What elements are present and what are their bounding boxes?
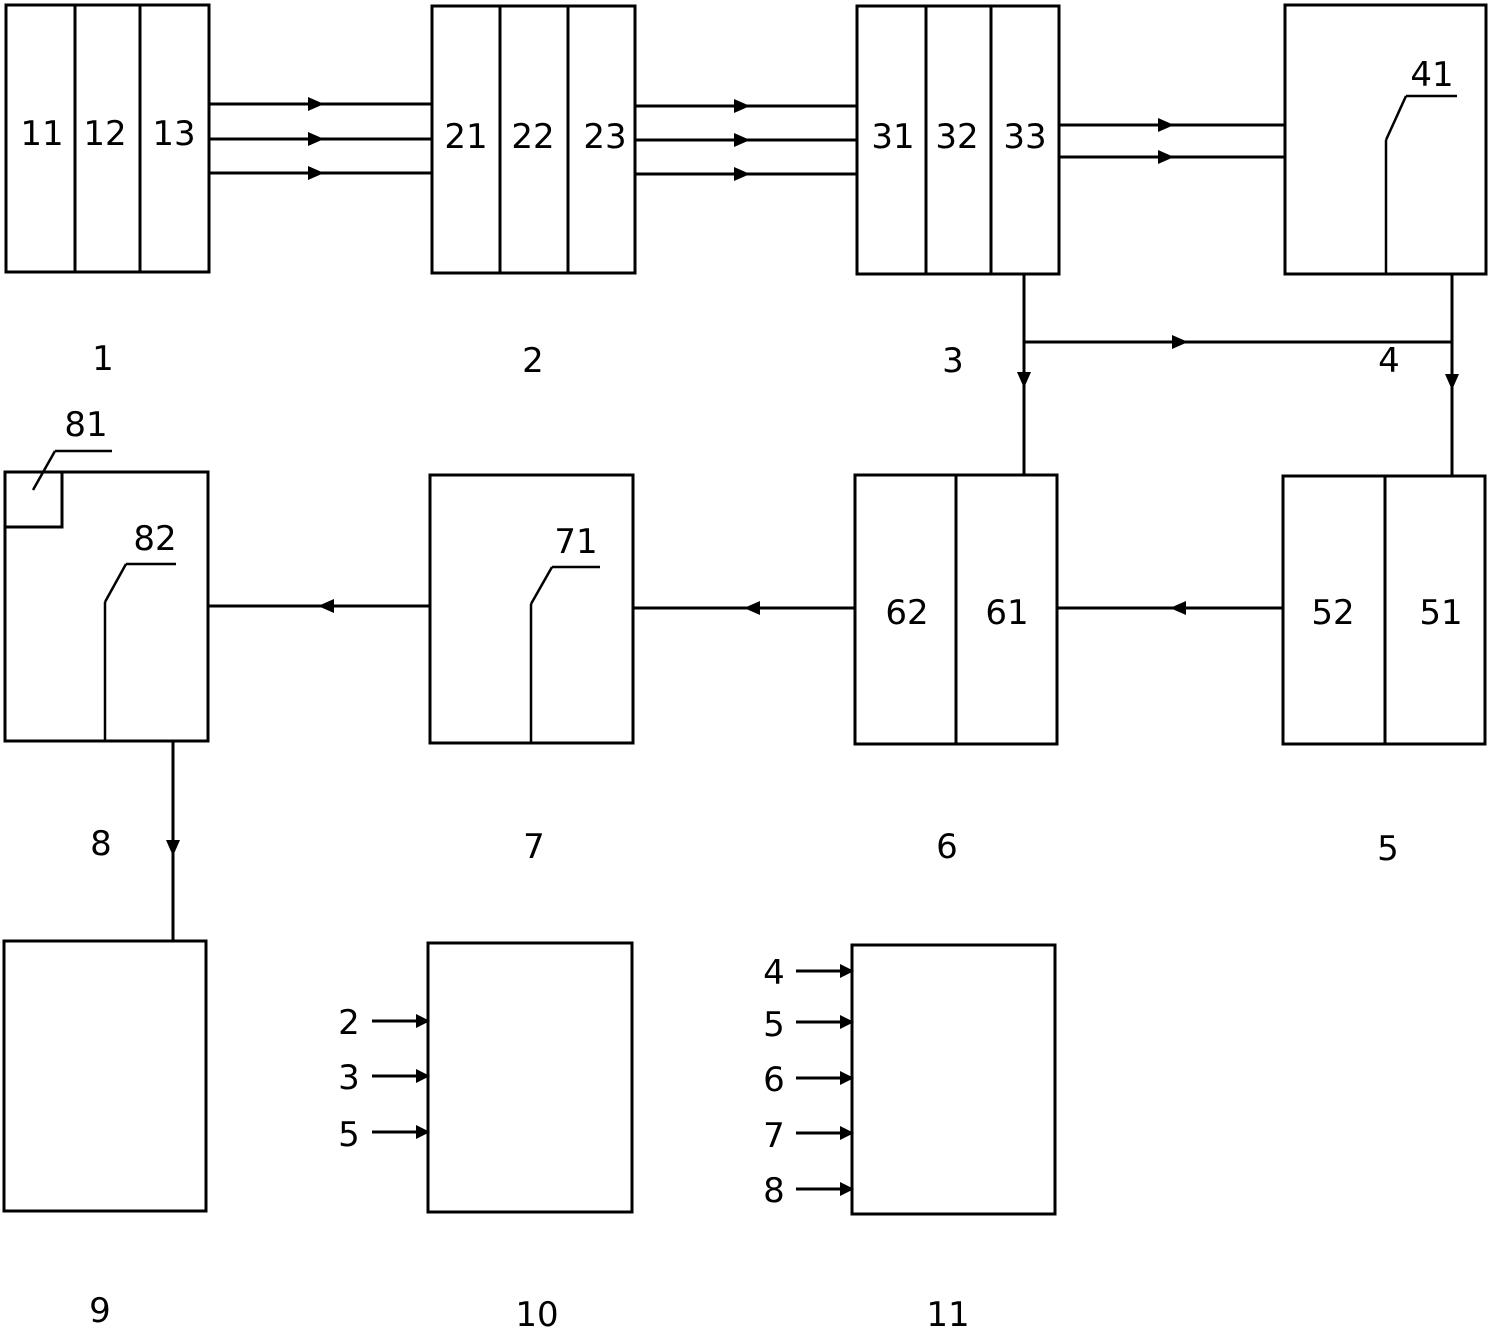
connectors-2-to-3 xyxy=(635,99,857,181)
part-52: 52 xyxy=(1311,593,1354,633)
connector-8-to-9 xyxy=(166,741,180,941)
part-81: 81 xyxy=(64,405,107,445)
part-71: 71 xyxy=(554,522,597,562)
connectors-3-to-4 xyxy=(1059,118,1285,164)
block-5: 52 51 5 xyxy=(1281,474,1487,869)
arrow-right xyxy=(1158,118,1174,132)
block-9: 9 xyxy=(2,939,208,1329)
input-4: 4 xyxy=(763,953,785,993)
block-11-label: 11 xyxy=(926,1295,969,1329)
arrow-right xyxy=(416,1069,430,1083)
arrow-down xyxy=(1445,374,1459,390)
connector-6-to-7 xyxy=(633,601,855,615)
input-5: 5 xyxy=(338,1115,360,1155)
arrow-right xyxy=(416,1125,430,1139)
part-31: 31 xyxy=(871,117,914,157)
block-9-label: 9 xyxy=(89,1291,111,1329)
input-2: 2 xyxy=(338,1003,360,1043)
block-2-label: 2 xyxy=(522,341,544,381)
part-11: 11 xyxy=(20,114,63,154)
input-8: 8 xyxy=(763,1171,785,1211)
arrow-right xyxy=(840,1015,854,1029)
part-12: 12 xyxy=(83,114,126,154)
block-4-label: 4 xyxy=(1378,341,1400,381)
block-3: 31 32 33 3 xyxy=(855,4,1061,381)
part-22: 22 xyxy=(511,117,554,157)
connectors-to-5-6 xyxy=(1017,274,1459,476)
part-82: 82 xyxy=(133,519,176,559)
block-10-label: 10 xyxy=(515,1295,558,1329)
block-6-label: 6 xyxy=(936,827,958,867)
arrow-right xyxy=(1172,335,1188,349)
block-6: 62 61 6 xyxy=(853,473,1059,867)
arrow-right xyxy=(840,1071,854,1085)
arrow-down xyxy=(1017,372,1031,388)
part-41: 41 xyxy=(1410,55,1453,95)
arrow-right xyxy=(734,133,750,147)
part-62: 62 xyxy=(885,593,928,633)
arrow-right xyxy=(840,1182,854,1196)
block-7: 71 7 xyxy=(428,473,635,867)
input-7: 7 xyxy=(763,1116,785,1156)
part-13: 13 xyxy=(152,114,195,154)
part-81-box xyxy=(3,470,64,529)
block-8: 81 82 8 xyxy=(3,405,210,864)
part-32: 32 xyxy=(935,117,978,157)
block-4: 41 4 xyxy=(1283,3,1488,381)
part-21: 21 xyxy=(444,117,487,157)
block-3-label: 3 xyxy=(942,341,964,381)
block-2: 21 22 23 2 xyxy=(430,4,637,381)
arrow-right xyxy=(734,99,750,113)
arrow-right xyxy=(308,132,324,146)
arrow-right xyxy=(840,964,854,978)
arrow-left xyxy=(744,601,760,615)
block-1: 11 12 13 1 xyxy=(4,3,211,379)
part-51: 51 xyxy=(1419,593,1462,633)
part-61: 61 xyxy=(985,593,1028,633)
input-5: 5 xyxy=(763,1005,785,1045)
block-11: 4 5 6 7 8 11 xyxy=(763,943,1057,1329)
arrow-right xyxy=(416,1014,430,1028)
part-23: 23 xyxy=(583,117,626,157)
block-7-label: 7 xyxy=(523,827,545,867)
input-3: 3 xyxy=(338,1058,360,1098)
arrow-right xyxy=(308,166,324,180)
connector-7-to-8 xyxy=(208,599,430,613)
arrow-left xyxy=(1170,601,1186,615)
input-6: 6 xyxy=(763,1060,785,1100)
arrow-right xyxy=(734,167,750,181)
connectors-1-to-2 xyxy=(209,97,432,180)
arrow-down xyxy=(166,840,180,856)
arrow-right xyxy=(840,1126,854,1140)
arrow-right xyxy=(308,97,324,111)
arrow-right xyxy=(1158,150,1174,164)
block-10: 2 3 5 10 xyxy=(338,941,634,1329)
connector-5-to-6 xyxy=(1057,601,1283,615)
block-1-label: 1 xyxy=(92,339,114,379)
block-8-label: 8 xyxy=(90,824,112,864)
arrow-left xyxy=(318,599,334,613)
part-33: 33 xyxy=(1003,117,1046,157)
block-5-label: 5 xyxy=(1377,829,1399,869)
